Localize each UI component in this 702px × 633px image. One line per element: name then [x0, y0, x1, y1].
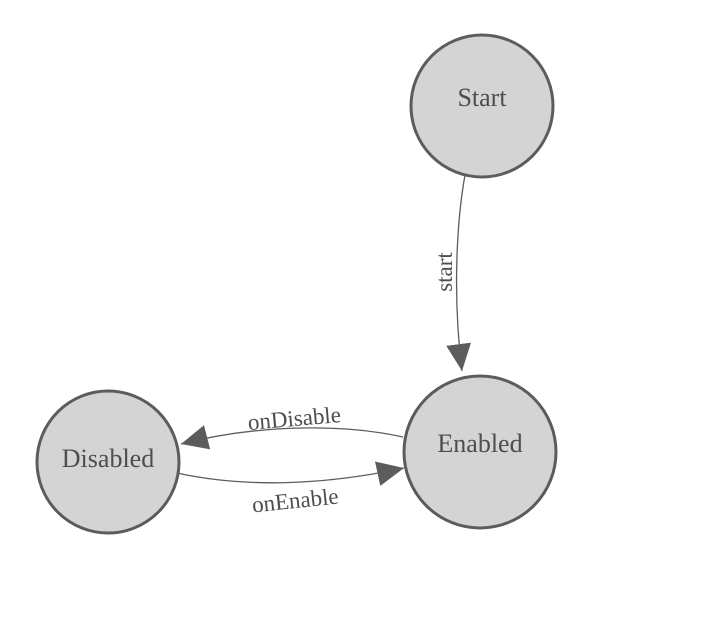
state-circle-disabled[interactable]: [35, 389, 181, 535]
state-node-start[interactable]: Start: [409, 33, 555, 179]
edge-line-disabled-to-enabled[interactable]: [176, 461, 405, 486]
edge-enabled-to-disabled[interactable]: onDisable: [180, 402, 404, 450]
edge-line-enabled-to-disabled[interactable]: [180, 425, 404, 450]
edge-start-to-enabled[interactable]: start: [432, 174, 472, 372]
state-label-disabled: Disabled: [62, 444, 154, 473]
edge-label-ondisable: onDisable: [247, 402, 342, 435]
state-circle-enabled[interactable]: [402, 374, 558, 530]
state-node-disabled[interactable]: Disabled: [35, 389, 181, 535]
state-circle-start[interactable]: [409, 33, 555, 179]
state-label-enabled: Enabled: [437, 429, 522, 458]
state-label-start: Start: [457, 83, 507, 112]
edge-disabled-to-enabled[interactable]: onEnable: [176, 461, 405, 518]
edge-label-start: start: [432, 252, 457, 292]
state-node-enabled[interactable]: Enabled: [402, 374, 558, 530]
edge-label-onenable: onEnable: [251, 484, 340, 518]
edge-line-start-to-enabled[interactable]: [446, 174, 472, 372]
